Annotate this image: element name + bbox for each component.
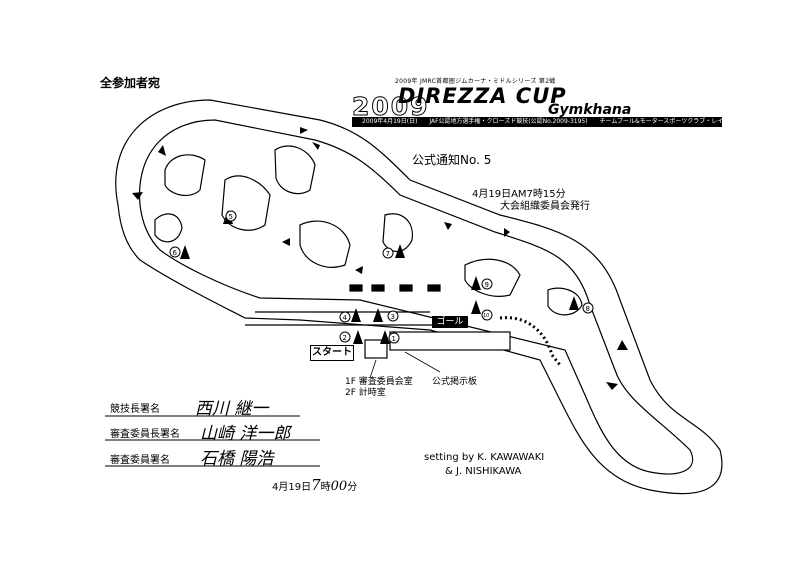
- pylon-9: 9: [471, 276, 493, 290]
- start-label: スタート: [310, 345, 354, 361]
- pylon-2: 2: [339, 330, 363, 344]
- notice-datetime: 4月19日AM7時15分: [472, 189, 566, 200]
- pylon-5: 5: [223, 210, 237, 224]
- event-organizer: チームプール&モータースポーツクラブ・レイディーダブリュエス: [599, 118, 777, 125]
- svg-text:10: 10: [483, 313, 489, 319]
- building-room: [364, 339, 388, 359]
- island: [274, 145, 316, 195]
- series-line: 2009年 JMRC首都圏ジムカーナ・ミドルシリーズ 第2戦: [395, 78, 556, 85]
- svg-text:3: 3: [391, 313, 395, 321]
- pylon-7: 7: [382, 244, 405, 259]
- barrier-block: [427, 284, 441, 292]
- approval-time: 4月19日7時00分: [272, 476, 357, 494]
- svg-text:8: 8: [586, 305, 590, 313]
- leader-line: [369, 359, 377, 379]
- island: [547, 287, 583, 316]
- approval-minute: 00: [330, 479, 348, 494]
- direction-arrow: [282, 238, 290, 246]
- pylon-1: 1: [380, 330, 400, 344]
- direction-arrows: [132, 127, 628, 390]
- approval-hour-unit: 時: [320, 482, 331, 493]
- direction-arrow: [444, 222, 452, 230]
- island: [164, 154, 206, 197]
- direction-arrow: [300, 127, 308, 134]
- pylon-8: 8: [569, 296, 594, 314]
- course-setting-credit: setting by K. KAWAWAKI: [424, 452, 545, 463]
- clerk-signature: 西川 継一: [195, 399, 269, 419]
- barrier-block: [349, 284, 363, 292]
- event-info-bar: 2009年4月19日(日) JAF公認地方選手権・クローズド競技(公認No.20…: [352, 117, 777, 127]
- clerk-signature-label: 競技長署名: [110, 404, 160, 415]
- direction-arrow: [355, 266, 363, 274]
- barrier-block: [399, 284, 413, 292]
- direction-arrow: [132, 192, 143, 200]
- event-date: 2009年4月19日(日): [362, 118, 418, 125]
- island: [299, 220, 351, 268]
- bulletin-board-label: 公式掲示板: [432, 377, 478, 387]
- pylon-10: 10: [471, 300, 493, 321]
- notice-title: 公式通知No. 5: [412, 153, 492, 167]
- svg-text:5: 5: [229, 213, 233, 221]
- svg-text:1: 1: [392, 335, 396, 343]
- approval-minute-unit: 分: [347, 482, 358, 493]
- brand-year: 2009: [352, 92, 430, 122]
- leader-line: [404, 351, 441, 373]
- addressee: 全参加者宛: [100, 76, 161, 90]
- direction-arrow: [504, 228, 510, 237]
- track-inner-boundary: [138, 119, 694, 475]
- paddock-building: [389, 331, 511, 351]
- svg-text:6: 6: [173, 249, 178, 257]
- notice-issuer: 大会組織委員会発行: [500, 201, 590, 212]
- event-permit: JAF公認地方選手権・クローズド競技(公認No.2009-3195): [429, 118, 588, 125]
- direction-arrow: [312, 142, 320, 150]
- direction-arrow: [617, 340, 628, 350]
- island: [464, 258, 521, 297]
- svg-text:7: 7: [386, 250, 390, 258]
- pylons: 1 2 3 4 5 6 7 8 9 10: [169, 210, 594, 344]
- svg-text:4: 4: [343, 314, 348, 322]
- chief-steward-signature-label: 審査委員長署名: [110, 429, 180, 440]
- chief-steward-signature: 山崎 洋一郎: [200, 424, 291, 444]
- pylon-4: 4: [339, 308, 361, 323]
- island: [154, 213, 183, 243]
- track-outer-boundary: [115, 99, 723, 495]
- brand-logo: DIREZZA CUP: [398, 84, 567, 108]
- pylon-6: 6: [169, 245, 190, 259]
- approval-hour: 7: [311, 476, 321, 494]
- pylon-3: 3: [373, 308, 399, 322]
- direction-arrow: [606, 382, 618, 390]
- steward-signature: 石橋 陽浩: [200, 449, 274, 469]
- steward-signature-label: 審査委員署名: [110, 455, 170, 466]
- goal-label: ゴール: [432, 316, 468, 328]
- room-2f-label: 2F 計時室: [345, 388, 386, 398]
- brand-subtitle: Gymkhana: [548, 102, 632, 118]
- island: [382, 213, 413, 253]
- approval-date: 4月19日: [272, 482, 312, 493]
- direction-arrow: [158, 145, 166, 156]
- room-1f-label: 1F 審査委員会室: [345, 377, 413, 387]
- barrier-block: [371, 284, 385, 292]
- course-setting-credit-2: & J. NISHIKAWA: [445, 466, 522, 477]
- svg-text:2: 2: [343, 334, 347, 342]
- svg-text:9: 9: [485, 281, 489, 289]
